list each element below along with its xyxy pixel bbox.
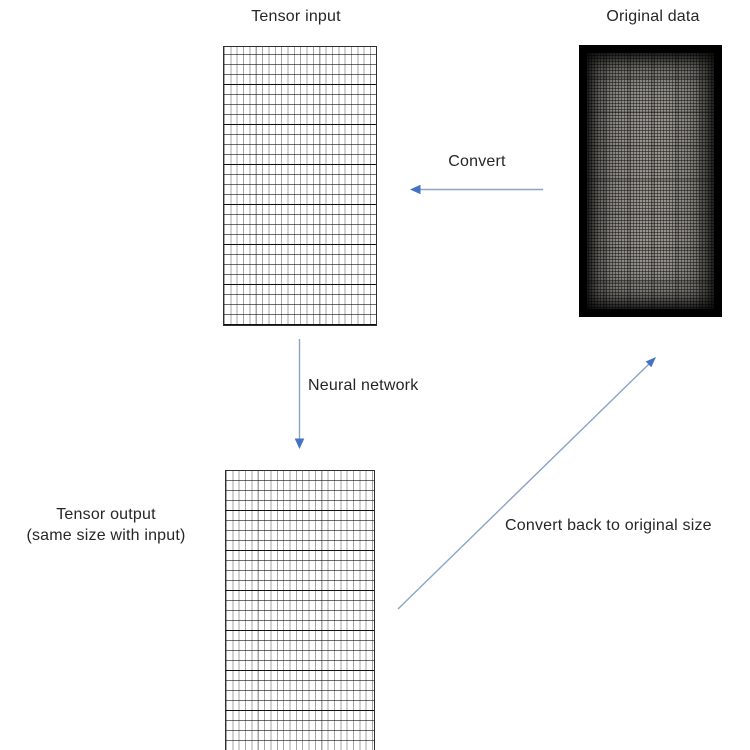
original-data-image <box>579 45 722 317</box>
convert-back-arrow <box>397 357 656 610</box>
convert-back-arrow-label: Convert back to original size <box>505 517 712 534</box>
convert-arrow-label: Convert <box>448 153 506 170</box>
tensor-output-title-line1: Tensor output <box>56 506 156 523</box>
neural-network-arrow <box>294 339 305 449</box>
tensor-input-title: Tensor input <box>251 8 341 25</box>
tensor-output-title-line2: (same size with input) <box>26 527 186 544</box>
convert-arrow <box>410 184 543 195</box>
tensor-output-title: Tensor output (same size with input) <box>26 504 185 546</box>
tensor-input-grid <box>223 46 377 326</box>
neural-network-arrow-label: Neural network <box>308 377 419 394</box>
tensor-output-grid <box>225 470 375 750</box>
original-data-title: Original data <box>606 8 700 25</box>
